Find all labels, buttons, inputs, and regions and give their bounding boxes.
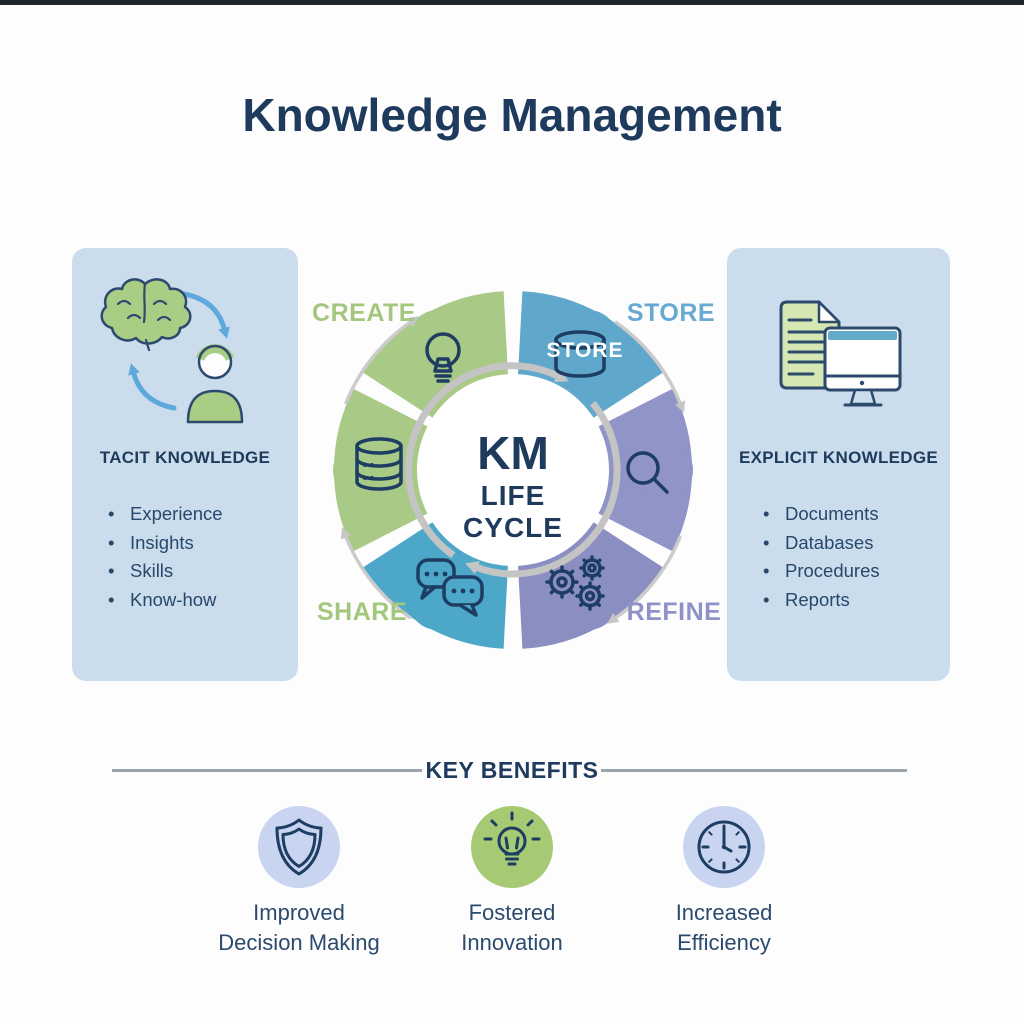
benefit-circle bbox=[471, 806, 553, 888]
cycle-center-title: KM bbox=[477, 427, 549, 479]
list-item: Documents bbox=[761, 500, 880, 529]
tacit-items-list: Experience Insights Skills Know-how bbox=[106, 500, 223, 614]
top-edge-strip bbox=[0, 0, 1024, 5]
list-item: Know-how bbox=[106, 586, 223, 615]
list-item: Databases bbox=[761, 529, 880, 558]
list-item: Insights bbox=[106, 529, 223, 558]
store-segment-text: STORE bbox=[546, 339, 624, 362]
list-item: Reports bbox=[761, 586, 880, 615]
benefit-label: Increased Efficiency bbox=[675, 900, 773, 955]
database-icon bbox=[554, 330, 606, 378]
lightbulb-icon bbox=[483, 811, 541, 866]
list-item: Skills bbox=[106, 557, 223, 586]
divider-line-left bbox=[112, 769, 422, 772]
benefit-label: Fostered Innovation bbox=[461, 900, 563, 955]
explicit-panel-heading: EXPLICIT KNOWLEDGE bbox=[738, 448, 938, 467]
list-item: Experience bbox=[106, 500, 223, 529]
cycle-label-refine: REFINE bbox=[626, 598, 722, 626]
cycle-label-share: SHARE bbox=[316, 598, 407, 626]
person-icon bbox=[186, 344, 244, 424]
cycle-center-text: KM LIFE CYCLE bbox=[428, 429, 598, 544]
document-monitor-icon bbox=[779, 300, 902, 407]
outer-cycle-arrows bbox=[341, 316, 685, 624]
benefit-circle bbox=[258, 806, 340, 888]
tacit-knowledge-panel: TACIT KNOWLEDGE Experience Insights Skil… bbox=[72, 248, 298, 681]
cycle-center-disc bbox=[417, 374, 609, 566]
shield-icon bbox=[275, 818, 323, 876]
explicit-knowledge-panel: EXPLICIT KNOWLEDGE Documents Databases P… bbox=[727, 248, 950, 681]
chat-bubbles-icon bbox=[416, 558, 484, 617]
explicit-items-list: Documents Databases Procedures Reports bbox=[761, 500, 880, 614]
km-lifecycle-diagram bbox=[333, 291, 693, 649]
benefit-label: Improved Decision Making bbox=[218, 900, 380, 955]
brain-icon bbox=[100, 278, 192, 352]
benefit-improved-decision-making: Improved Decision Making bbox=[209, 806, 389, 958]
benefits-heading: KEY BENEFITS bbox=[425, 757, 599, 783]
inner-rotation-arrows bbox=[405, 362, 621, 578]
exchange-arrows-icon bbox=[128, 291, 230, 411]
list-item: Procedures bbox=[761, 557, 880, 586]
divider-line-right bbox=[601, 769, 907, 772]
brain-person-exchange-icon bbox=[100, 278, 244, 424]
cycle-label-store: STORE bbox=[626, 299, 716, 327]
cycle-label-create: CREATE bbox=[312, 299, 416, 327]
server-database-icon bbox=[355, 437, 403, 491]
clock-icon bbox=[697, 820, 751, 874]
gears-icon bbox=[545, 555, 605, 611]
benefit-fostered-innovation: Fostered Innovation bbox=[422, 806, 602, 958]
cycle-center-subtitle: LIFE CYCLE bbox=[463, 480, 563, 544]
magnifier-icon bbox=[626, 451, 669, 494]
lightbulb-icon bbox=[425, 332, 461, 383]
tacit-panel-heading: TACIT KNOWLEDGE bbox=[99, 448, 271, 467]
benefit-increased-efficiency: Increased Efficiency bbox=[634, 806, 814, 958]
monitor-icon bbox=[823, 326, 902, 407]
page-title: Knowledge Management bbox=[242, 89, 782, 141]
benefit-circle bbox=[683, 806, 765, 888]
